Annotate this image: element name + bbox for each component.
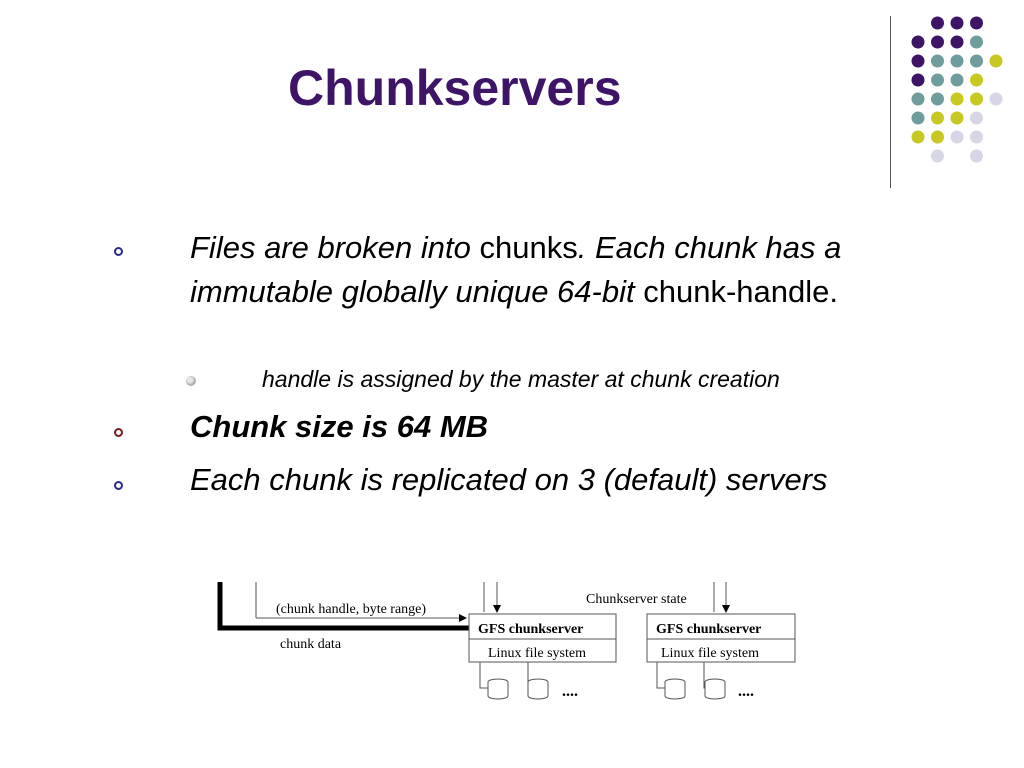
decorative-dot xyxy=(970,16,983,30)
server-1-title: GFS chunkserver xyxy=(478,622,583,637)
server-2-title: GFS chunkserver xyxy=(656,622,761,637)
decorative-dot xyxy=(931,130,944,144)
decorative-dot xyxy=(911,54,925,68)
decorative-dot xyxy=(989,92,1003,106)
state-label: Chunkserver state xyxy=(586,592,687,607)
chunkserver-diagram: (chunk handle, byte range) chunk data Ch… xyxy=(217,582,796,700)
bullet-1-part4: chunk-handle. xyxy=(634,274,838,309)
decorative-dot xyxy=(911,73,925,87)
decorative-dot xyxy=(931,92,944,106)
decorative-dot xyxy=(950,16,964,30)
slide-title: Chunkservers xyxy=(288,60,622,116)
decorative-dot xyxy=(950,92,964,106)
bullet-1-part2: chunks xyxy=(470,230,578,265)
divider-line xyxy=(890,16,891,188)
bullet-text-1: Files are broken into chunks. Each chunk… xyxy=(190,226,950,314)
decorative-dot xyxy=(970,54,983,68)
decorative-dot xyxy=(989,54,1003,68)
server-2-disks xyxy=(656,662,726,700)
bullet-text-2: Chunk size is 64 MB xyxy=(190,409,489,444)
bullet-1-part3: . Each chunk has a immutable globally un… xyxy=(190,230,842,309)
chunk-data-path xyxy=(217,582,470,631)
decorative-dot xyxy=(931,73,944,87)
server-2-box xyxy=(646,613,796,663)
decorative-dot xyxy=(970,92,983,106)
decorative-dot xyxy=(911,111,925,125)
bullet-1-part1: Files are broken into xyxy=(190,230,471,265)
decorative-dot xyxy=(950,73,964,87)
chunk-data-label: chunk data xyxy=(280,637,342,652)
bullet-marker xyxy=(114,428,123,437)
decorative-dot xyxy=(950,54,964,68)
bullet-text-3: Each chunk is replicated on 3 (default) … xyxy=(190,462,828,497)
decorative-dot xyxy=(931,16,944,30)
decorative-dot xyxy=(970,130,983,144)
decorative-dot xyxy=(931,111,944,125)
request-label: (chunk handle, byte range) xyxy=(276,602,426,617)
decorative-dot xyxy=(970,73,983,87)
decorative-dot xyxy=(911,92,925,106)
decorative-dot xyxy=(950,35,964,49)
server-1-fs: Linux file system xyxy=(488,646,586,661)
sub-bullet-marker xyxy=(186,376,196,386)
server-1-disks xyxy=(479,662,549,700)
ellipsis-1: .... xyxy=(562,683,578,700)
sub-bullet-text: handle is assigned by the master at chun… xyxy=(262,366,780,392)
decorative-dot xyxy=(970,35,983,49)
decorative-dot xyxy=(911,35,925,49)
server-1-box xyxy=(468,613,617,663)
decorative-dot xyxy=(931,149,944,163)
decorative-dot xyxy=(950,111,964,125)
decorative-dot xyxy=(970,149,983,163)
bullet-marker xyxy=(114,247,123,256)
decorative-dot xyxy=(931,54,944,68)
decorative-dot xyxy=(931,35,944,49)
decorative-dot xyxy=(911,130,925,144)
decorative-dot xyxy=(950,130,964,144)
ellipsis-2: .... xyxy=(738,683,754,700)
server-2-fs: Linux file system xyxy=(661,646,759,661)
decorative-dot xyxy=(970,111,983,125)
bullet-marker xyxy=(114,481,123,490)
